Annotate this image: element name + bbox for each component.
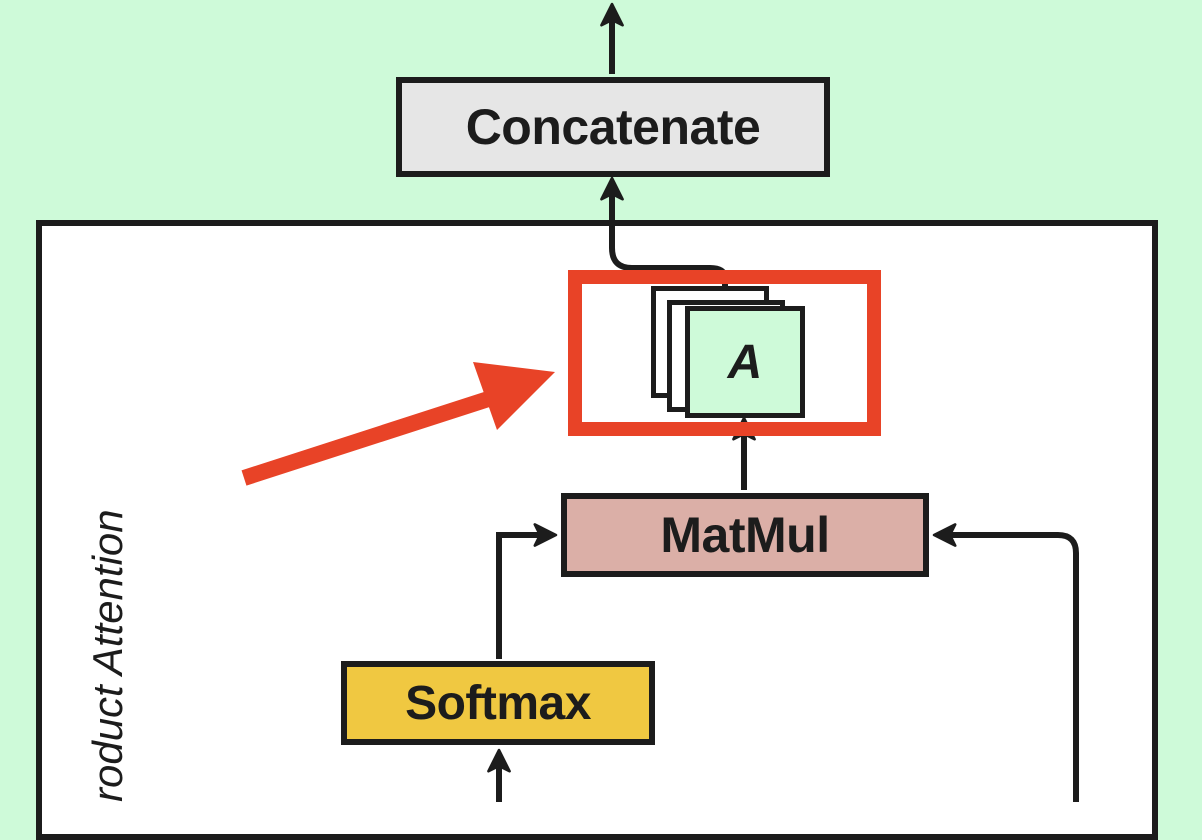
matmul-node: MatMul	[561, 493, 929, 577]
concatenate-label: Concatenate	[465, 99, 761, 155]
panel-label: roduct Attention	[84, 509, 131, 802]
attention-output-node: A	[685, 306, 805, 418]
softmax-label: Softmax	[405, 676, 591, 730]
highlight-box	[568, 270, 881, 436]
softmax-node: Softmax	[341, 661, 655, 745]
attention-output-label: A	[727, 335, 763, 389]
attention-diagram: roduct Attention Concatenate MatMul Soft…	[36, 2, 1158, 840]
concatenate-node: Concatenate	[396, 77, 830, 177]
matmul-label: MatMul	[660, 507, 830, 563]
